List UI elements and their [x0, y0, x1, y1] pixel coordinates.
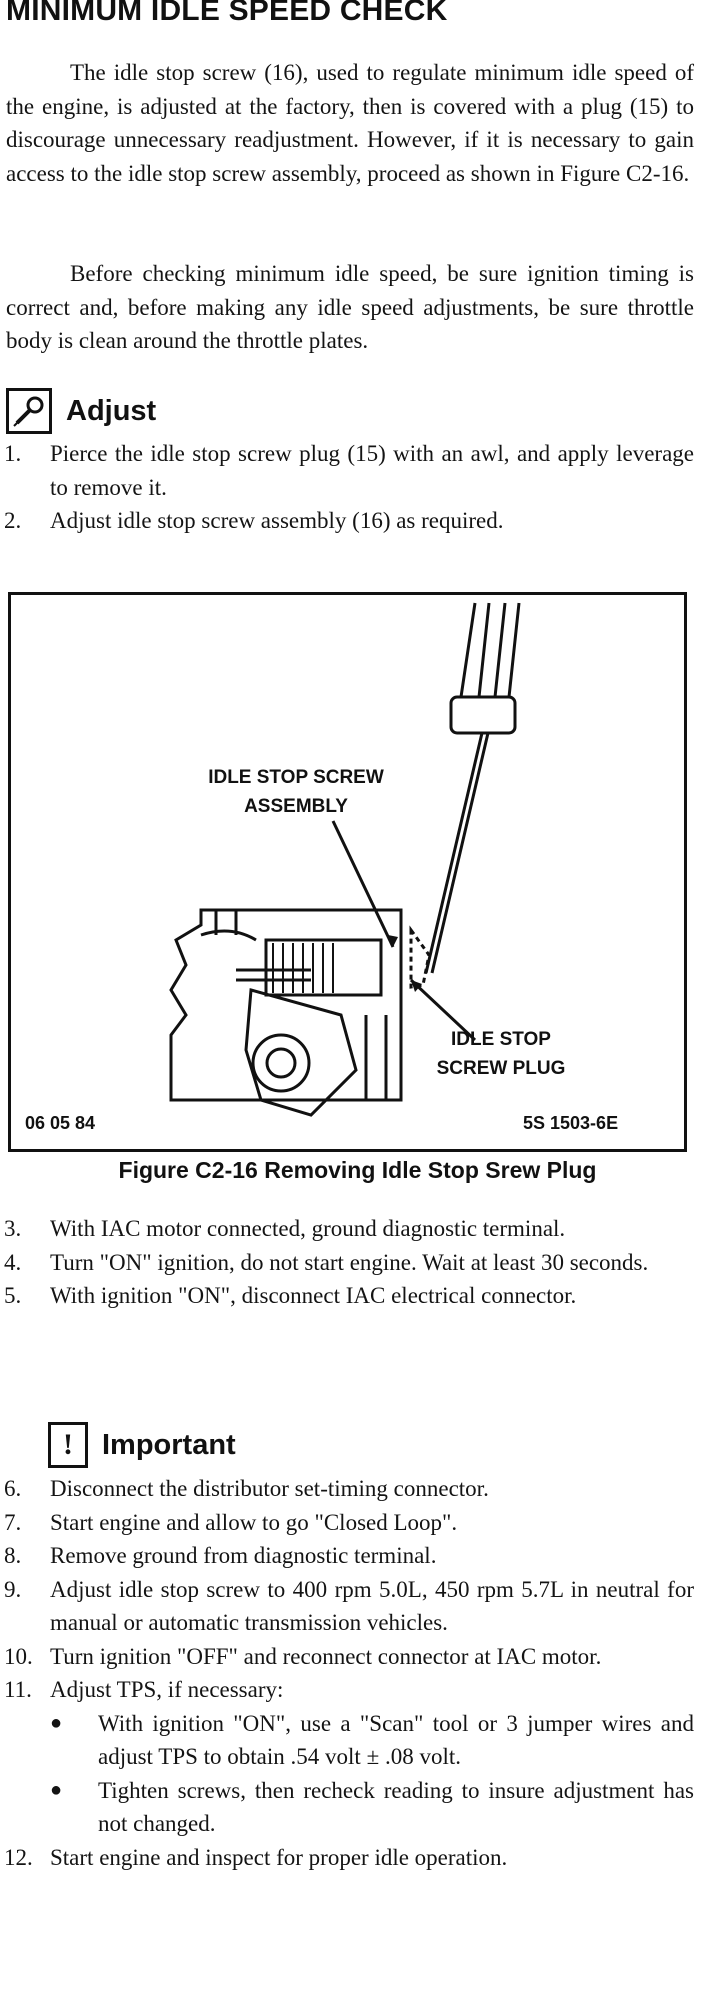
adjust-steps: 1. Pierce the idle stop screw plug (15) …: [4, 437, 694, 538]
bullet-text: With ignition "ON", use a "Scan" tool or…: [98, 1710, 694, 1770]
step-number: 6.: [4, 1476, 22, 1501]
bullet-item: ● Tighten screws, then recheck reading t…: [50, 1774, 694, 1841]
step-text: Turn "ON" ignition, do not start engine.…: [50, 1249, 649, 1275]
list-item: 11. Adjust TPS, if necessary: ● With ign…: [4, 1673, 694, 1841]
list-item: 12. Start engine and inspect for proper …: [4, 1841, 694, 1875]
bullet-dot: ●: [50, 1711, 63, 1734]
step-number: 11.: [4, 1677, 32, 1702]
adjust-title: Adjust: [66, 394, 157, 427]
step-number: 5.: [4, 1283, 22, 1308]
step-text: With IAC motor connected, ground diagnos…: [50, 1216, 566, 1241]
list-item: 8. Remove ground from diagnostic termina…: [4, 1539, 694, 1573]
list-item: 6. Disconnect the distributor set-timing…: [4, 1472, 694, 1506]
steps-6-to-10: 6. Disconnect the distributor set-timing…: [4, 1472, 694, 1874]
figure-code-right: 5S 1503-6E: [523, 1113, 619, 1133]
step-text: Turn ignition "OFF" and reconnect connec…: [50, 1643, 602, 1669]
list-item: 10. Turn ignition "OFF" and reconnect co…: [4, 1640, 694, 1674]
intro-paragraph-2: Before checking minimum idle speed, be s…: [6, 261, 694, 353]
step-text: With ignition "ON", disconnect IAC elect…: [50, 1283, 577, 1308]
step-text: Pierce the idle stop screw plug (15) wit…: [50, 441, 694, 500]
list-item: 2. Adjust idle stop screw assembly (16) …: [4, 504, 694, 538]
step-text: Adjust idle stop screw assembly (16) as …: [50, 508, 504, 533]
list-item: 4. Turn "ON" ignition, do not start engi…: [4, 1246, 694, 1280]
steps-3-to-5: 3. With IAC motor connected, ground diag…: [4, 1212, 694, 1313]
figure-caption: Figure C2-16 Removing Idle Stop Srew Plu…: [118, 1157, 597, 1183]
bullet-dot: ●: [50, 1778, 63, 1801]
step-number: 4.: [4, 1249, 22, 1275]
adjust-subhead: Adjust: [6, 388, 156, 434]
intro-paragraph-1: The idle stop screw (16), used to regula…: [6, 60, 694, 186]
step-text: Start engine and allow to go "Closed Loo…: [50, 1509, 458, 1535]
throttle-body-illustration: [169, 602, 521, 1117]
step-text: Disconnect the distributor set-timing co…: [50, 1476, 489, 1501]
figure-c2-16: IDLE STOP SCREW ASSEMBLY IDLE STOP SCREW…: [8, 592, 687, 1152]
step-text: Start engine and inspect for proper idle…: [50, 1844, 508, 1870]
step-text: Adjust TPS, if necessary: ● With ignitio…: [50, 1673, 694, 1841]
important-subhead: ! Important: [48, 1422, 236, 1468]
exclamation-icon: !: [48, 1422, 88, 1468]
step-number: 9.: [4, 1576, 22, 1602]
bullet-text: Tighten screws, then recheck reading to …: [98, 1777, 694, 1837]
tps-bullet-list: ● With ignition "ON", use a "Scan" tool …: [50, 1707, 694, 1841]
awl-tool-icon: [6, 388, 52, 434]
label-idle-stop-screw-assembly: IDLE STOP SCREW ASSEMBLY: [208, 767, 384, 817]
bullet-item: ● With ignition "ON", use a "Scan" tool …: [50, 1707, 694, 1774]
step-number: 3.: [4, 1216, 22, 1241]
list-item: 5. With ignition "ON", disconnect IAC el…: [4, 1279, 694, 1313]
figure-code-left: 06 05 84: [25, 1113, 96, 1133]
step-number: 8.: [4, 1543, 22, 1568]
important-title: Important: [102, 1428, 236, 1461]
list-item: 7. Start engine and allow to go "Closed …: [4, 1506, 694, 1540]
step-text: Adjust idle stop screw to 400 rpm 5.0L, …: [50, 1576, 694, 1636]
page-title: MINIMUM IDLE SPEED CHECK: [6, 0, 448, 27]
step-number: 10.: [4, 1643, 33, 1669]
step-number: 1.: [4, 441, 22, 466]
label-idle-stop-screw-plug: IDLE STOP SCREW PLUG: [436, 1029, 566, 1079]
step-text: Remove ground from diagnostic terminal.: [50, 1543, 437, 1568]
step-number: 12.: [4, 1844, 33, 1870]
list-item: 3. With IAC motor connected, ground diag…: [4, 1212, 694, 1246]
list-item: 9. Adjust idle stop screw to 400 rpm 5.0…: [4, 1573, 694, 1640]
list-item: 1. Pierce the idle stop screw plug (15) …: [4, 437, 694, 504]
step-number: 7.: [4, 1509, 22, 1535]
step-number: 2.: [4, 508, 22, 533]
